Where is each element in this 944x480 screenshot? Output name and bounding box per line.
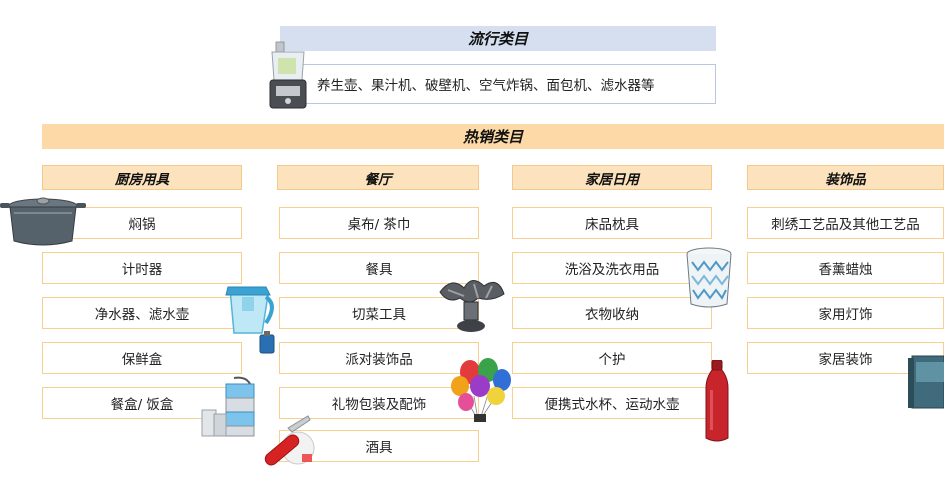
- popular-items-box: 养生壶、果汁机、破壁机、空气炸锅、面包机、滤水器等: [280, 64, 716, 104]
- hot-title: 热销类目: [462, 128, 523, 146]
- balloons-icon: [451, 358, 511, 422]
- category-title: 厨房用具: [115, 171, 169, 188]
- popular-items-text: 养生壶、果汁机、破壁机、空气炸锅、面包机、滤水器等: [317, 78, 655, 94]
- item-label: 个护: [598, 352, 626, 368]
- item-label: 计时器: [121, 262, 163, 278]
- food-processor-icon: [269, 41, 307, 109]
- stacked-lunchbox-icon: [201, 376, 255, 437]
- list-item: 派对装饰品: [279, 342, 479, 374]
- vegetable-chopper-icon: [439, 280, 505, 332]
- list-item: 家用灯饰: [747, 297, 944, 329]
- item-label: 家居装饰: [818, 352, 873, 368]
- item-label: 便携式水杯、运动水壶: [544, 397, 680, 413]
- list-item: 便携式水杯、运动水壶: [512, 387, 712, 419]
- list-item: 刺绣工艺品及其他工艺品: [747, 207, 944, 239]
- item-label: 家用灯饰: [818, 307, 873, 323]
- list-item: 餐具: [279, 252, 479, 284]
- list-item: 切菜工具: [279, 297, 479, 329]
- category-decor-header: 装饰品: [747, 165, 944, 190]
- item-label: 保鲜盒: [121, 352, 163, 368]
- popular-header: 流行类目: [280, 26, 716, 51]
- list-item: 个护: [512, 342, 712, 374]
- item-label: 酒具: [365, 440, 393, 456]
- cast-iron-pot-icon: [0, 197, 86, 246]
- category-dining-header: 餐厅: [277, 165, 479, 190]
- list-item: 净水器、滤水壶: [42, 297, 242, 329]
- category-title: 装饰品: [825, 171, 866, 188]
- item-label: 餐盒/ 饭盒: [110, 397, 174, 413]
- list-item: 桌布/ 茶巾: [279, 207, 479, 239]
- list-item: 保鲜盒: [42, 342, 242, 374]
- hot-header: 热销类目: [42, 124, 944, 149]
- laundry-basket-icon: [686, 247, 732, 308]
- category-title: 家居日用: [585, 171, 639, 188]
- item-label: 衣物收纳: [585, 307, 639, 323]
- list-item: 洗浴及洗衣用品: [512, 252, 712, 284]
- popular-title: 流行类目: [467, 30, 528, 48]
- list-item: 礼物包装及配饰: [279, 387, 479, 419]
- list-item: 香薰蜡烛: [747, 252, 944, 284]
- swiss-knife-icon: [264, 415, 315, 466]
- item-label: 餐具: [365, 262, 393, 278]
- item-label: 焖锅: [128, 217, 156, 233]
- item-label: 洗浴及洗衣用品: [564, 262, 660, 278]
- item-label: 香薰蜡烛: [818, 262, 873, 278]
- item-label: 净水器、滤水壶: [94, 307, 190, 323]
- item-label: 切菜工具: [352, 307, 406, 323]
- decor-book-icon: [908, 355, 944, 409]
- item-label: 床品枕具: [585, 217, 639, 233]
- item-label: 礼物包装及配饰: [331, 397, 427, 413]
- list-item: 计时器: [42, 252, 242, 284]
- item-label: 桌布/ 茶巾: [347, 217, 411, 233]
- category-kitchen-header: 厨房用具: [42, 165, 242, 190]
- item-label: 刺绣工艺品及其他工艺品: [771, 217, 920, 233]
- list-item: 衣物收纳: [512, 297, 712, 329]
- water-bottle-icon: [705, 360, 729, 442]
- item-label: 派对装饰品: [345, 352, 413, 368]
- category-title: 餐厅: [364, 171, 392, 188]
- water-filter-pitcher-icon: [225, 286, 275, 354]
- list-item: 床品枕具: [512, 207, 712, 239]
- category-home-header: 家居日用: [512, 165, 712, 190]
